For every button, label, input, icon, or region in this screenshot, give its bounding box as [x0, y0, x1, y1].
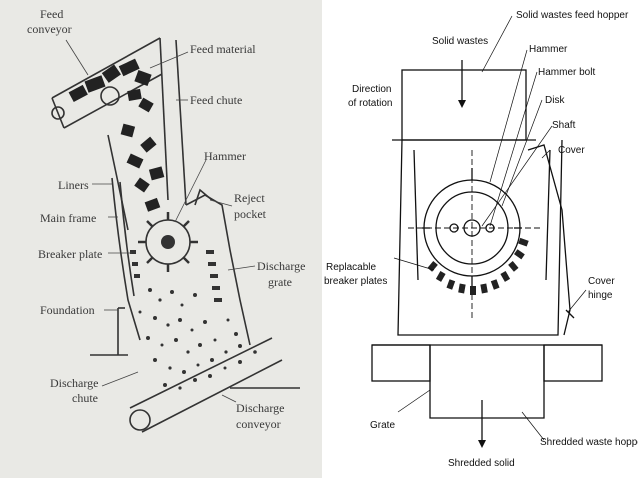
label-direction-line2: of rotation: [348, 98, 392, 109]
discharge-conveyor: [129, 337, 300, 433]
crushed-particles: [138, 288, 257, 390]
label-cover-hinge-line1: Cover: [588, 276, 615, 287]
arrowheads: [458, 100, 486, 448]
label-replacable-line1: Replacable: [326, 262, 376, 273]
solid-wastes-feed-hopper: [392, 69, 536, 141]
foundation: [90, 307, 128, 356]
label-liners: Liners: [58, 178, 89, 192]
label-hammer: Hammer: [529, 44, 568, 55]
flow-arrows: [461, 60, 483, 440]
label-hammer: Hammer: [204, 149, 246, 163]
shredded-waste-hopper: [429, 345, 545, 419]
label-main-frame: Main frame: [40, 211, 96, 225]
feed-material: [68, 58, 165, 212]
label-cover: Cover: [558, 145, 585, 156]
label-discharge-conveyor-line2: conveyor: [236, 417, 281, 431]
right-leader-lines: [393, 15, 587, 441]
label-feed-material: Feed material: [190, 42, 256, 56]
label-feed-conveyor-line2: conveyor: [27, 22, 72, 36]
reject-pocket: [194, 188, 213, 206]
label-discharge-chute-line1: Discharge: [50, 376, 98, 390]
label-disk: Disk: [545, 95, 565, 106]
discharge-grate: [130, 250, 222, 302]
hammer-rotor: [138, 212, 198, 272]
label-hammer-bolt: Hammer bolt: [538, 67, 595, 78]
label-cover-hinge-line2: hinge: [588, 290, 613, 301]
foundation-blocks: [371, 344, 603, 382]
left-leader-lines: [65, 39, 256, 403]
right-diagram-panel: Solid wastes feed hopper Solid wastes Ha…: [322, 0, 638, 478]
shredder-housing: [397, 139, 563, 336]
label-replacable-line2: breaker plates: [324, 276, 387, 287]
label-discharge-grate-line2: grate: [268, 275, 292, 289]
label-feed-conveyor-line1: Feed: [40, 7, 63, 21]
label-discharge-conveyor-line1: Discharge: [236, 401, 284, 415]
label-foundation: Foundation: [40, 303, 95, 317]
label-discharge-grate-line1: Discharge: [257, 259, 305, 273]
label-reject-pocket-line2: pocket: [234, 207, 267, 221]
hammermill-section-diagram: Feed conveyor Feed material Feed chute H…: [27, 7, 305, 433]
label-breaker-plate: Breaker plate: [38, 247, 102, 261]
cover: [527, 144, 575, 336]
label-discharge-chute-line2: chute: [72, 391, 98, 405]
label-grate: Grate: [370, 420, 395, 431]
label-reject-pocket-line1: Reject: [234, 191, 265, 205]
label-shaft: Shaft: [552, 120, 576, 131]
label-solid-wastes: Solid wastes: [432, 36, 488, 47]
label-direction-line1: Direction: [352, 84, 391, 95]
shaft-centerline: [408, 150, 542, 320]
label-feed-chute: Feed chute: [190, 93, 242, 107]
left-diagram-panel: Feed conveyor Feed material Feed chute H…: [0, 0, 322, 478]
main-frame: [111, 177, 251, 346]
feed-chute: [107, 37, 187, 231]
label-shredded-solid: Shredded solid: [448, 458, 515, 469]
label-shredded-waste-hopper: Shredded waste hopper: [540, 437, 638, 448]
shredder-section-diagram: Solid wastes feed hopper Solid wastes Ha…: [324, 10, 638, 469]
label-solid-wastes-feed-hopper: Solid wastes feed hopper: [516, 10, 629, 21]
